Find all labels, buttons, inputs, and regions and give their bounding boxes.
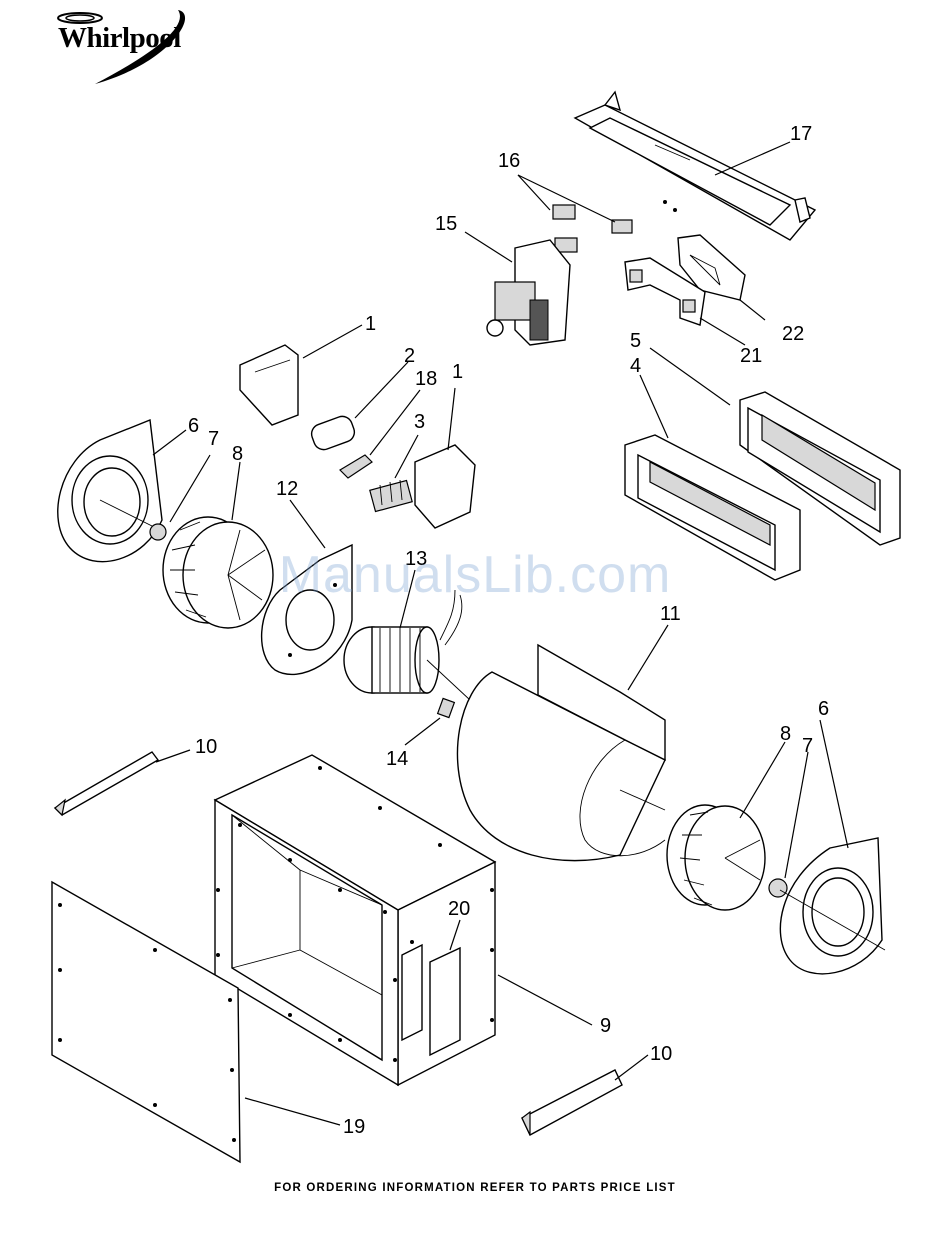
callout-21: 21: [740, 345, 762, 367]
part-6-blower-housing-left: [58, 420, 162, 562]
part-6-blower-housing-right: [780, 838, 885, 974]
callout-8-left: 8: [232, 443, 243, 465]
callout-1-upper: 1: [365, 313, 376, 335]
callout-14: 14: [386, 748, 408, 770]
callout-10-left: 10: [195, 736, 217, 758]
part-13-motor: [344, 590, 470, 700]
part-20-label-plate: [430, 948, 460, 1055]
callout-18: 18: [415, 368, 437, 390]
callout-17: 17: [790, 123, 812, 145]
footer-note: FOR ORDERING INFORMATION REFER TO PARTS …: [0, 1182, 950, 1194]
callout-11: 11: [660, 603, 681, 625]
callout-12: 12: [276, 478, 298, 500]
callout-8-right: 8: [780, 723, 791, 745]
part-11-scroll-wrapper: [457, 645, 665, 861]
callout-10-right: 10: [650, 1043, 672, 1065]
callout-19: 19: [343, 1116, 365, 1138]
watermark-text: ManualsLib.com: [0, 545, 950, 605]
part-1-bracket-lower: [415, 445, 475, 528]
callout-20: 20: [448, 898, 470, 920]
callout-7-left: 7: [208, 428, 219, 450]
part-15-timer-motor: [487, 240, 570, 345]
callout-16: 16: [498, 150, 520, 172]
callout-22: 22: [782, 323, 804, 345]
callout-3: 3: [414, 411, 425, 433]
part-10-rail-right: [522, 1070, 622, 1135]
part-1-bracket-upper: [240, 345, 298, 425]
part-17-top-bracket: [575, 92, 815, 240]
part-16-switches: [553, 205, 632, 252]
callout-4: 4: [630, 355, 641, 377]
callout-1-lower: 1: [452, 361, 463, 383]
callout-2: 2: [404, 345, 415, 367]
part-14-bolt: [438, 698, 455, 717]
callout-7-right: 7: [802, 735, 813, 757]
part-8-blower-wheel-right: [667, 805, 765, 910]
part-19-side-panel: [52, 882, 240, 1162]
part-18-clip: [340, 455, 372, 478]
callout-9: 9: [600, 1015, 611, 1037]
callout-5: 5: [630, 330, 641, 352]
callout-6-right: 6: [818, 698, 829, 720]
callout-6-left: 6: [188, 415, 199, 437]
part-7-hub-right: [769, 879, 787, 897]
part-7-hub-left: [150, 524, 166, 540]
part-2-capacitor: [309, 414, 357, 453]
part-10-rail-left: [55, 752, 158, 815]
part-3-terminal-block: [370, 480, 412, 512]
callout-15: 15: [435, 213, 457, 235]
